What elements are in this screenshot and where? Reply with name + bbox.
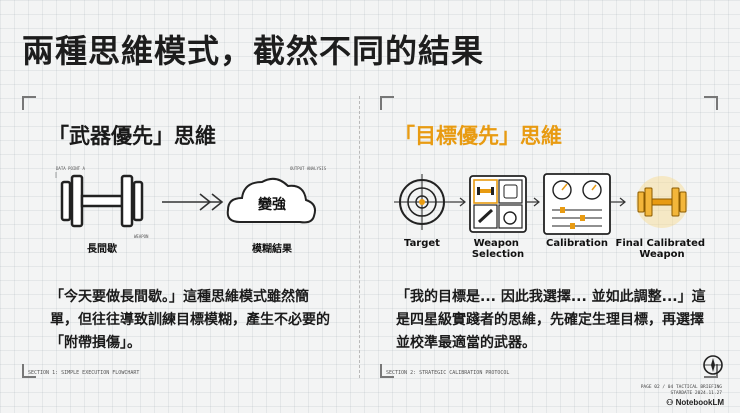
frame-corner — [380, 364, 394, 378]
frame-corner — [22, 96, 36, 110]
section-1-label: SECTION 1: SIMPLE EXECUTION FLOWCHART — [28, 370, 140, 376]
weapon-selection-icon — [469, 175, 527, 233]
step-final-weapon: Final Calibrated Weapon — [615, 238, 708, 260]
weapon-first-title: 「武器優先」思維 — [48, 124, 216, 148]
step-calibration: Calibration — [546, 238, 608, 249]
step-weapon-selection: Weapon Selection — [472, 238, 524, 260]
result-label: 模糊結果 — [252, 242, 293, 255]
goal-first-description: 「我的目標是... 因此我選擇... 並如此調整...」這是四星級實踐者的思維，… — [396, 289, 706, 351]
footer-page-info: PAGE 02 / 04 TACTICAL BRIEFING — [640, 385, 722, 390]
weapon-label: 長間歇 — [87, 242, 117, 255]
calibration-gauges-icon — [543, 173, 611, 235]
tag-weapon: WEAPON — [134, 234, 149, 239]
page-footer: PAGE 02 / 04 TACTICAL BRIEFING STARDATE … — [641, 385, 722, 397]
flow-arrow — [459, 197, 466, 207]
flow-arrow — [533, 197, 540, 207]
step-target: Target — [404, 238, 440, 249]
dumbbell-icon — [60, 174, 144, 228]
goal-first-diagram: Target Weapon Selection Calibration Fina… — [394, 173, 708, 260]
goal-first-title: 「目標優先」思維 — [394, 124, 562, 148]
step-weapon-selection-line1: Weapon — [474, 238, 519, 249]
weapon-first-panel: 「武器優先」思維 DATA POINT A WEAPON 變強 OUTPUT A… — [22, 96, 360, 378]
notebooklm-brand-text: NotebookLM — [675, 398, 724, 407]
footer-stardate: STARDATE 2024.11.27 — [670, 391, 722, 396]
weapon-first-description: 「今天要做長間歇。」這種思維模式雖然簡單，但往往導致訓練目標模糊，產生不必要的「… — [50, 289, 330, 351]
cloud-icon — [226, 177, 316, 224]
compass-icon — [703, 355, 723, 375]
section-2-label: SECTION 2: STRATEGIC CALIBRATION PROTOCO… — [386, 370, 510, 376]
step-weapon-selection-line2: Selection — [472, 249, 524, 260]
calibrated-dumbbell-icon — [636, 176, 688, 228]
frame-corner — [22, 364, 36, 378]
notebooklm-brand: ⚇ NotebookLM — [666, 398, 724, 407]
frame-corner — [380, 96, 394, 110]
tag-output: OUTPUT ANALYSIS — [290, 166, 327, 171]
notebooklm-logo-icon: ⚇ — [666, 398, 676, 407]
page-title: 兩種思維模式，截然不同的結果 — [22, 32, 485, 70]
frame-corner — [704, 96, 718, 110]
goal-first-panel: 「目標優先」思維 — [380, 96, 718, 378]
tag-data-point: DATA POINT A — [56, 166, 85, 171]
weapon-first-diagram: DATA POINT A WEAPON 變強 OUTPUT ANALYSIS 長… — [55, 166, 327, 255]
step-final-weapon-line2: Weapon — [639, 249, 684, 260]
double-arrow-icon — [162, 193, 224, 211]
cloud-text: 變強 — [258, 196, 286, 213]
flow-arrow — [619, 197, 626, 207]
frame-corner — [704, 364, 718, 378]
step-final-weapon-line1: Final Calibrated — [615, 238, 705, 249]
target-icon — [394, 174, 450, 230]
